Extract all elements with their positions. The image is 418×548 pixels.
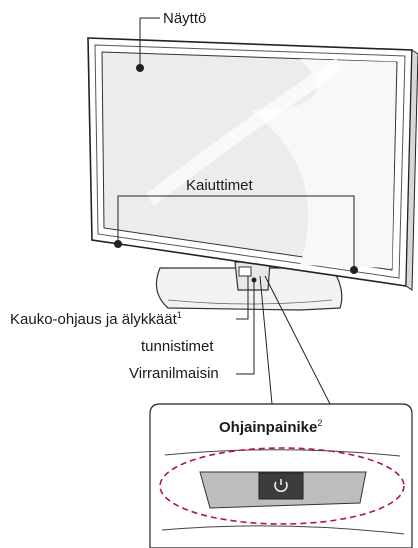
- label-kauko-ohjaus-text: Kauko-ohjaus ja älykkäät: [10, 311, 177, 328]
- footnote-marker-1: 1: [176, 310, 182, 320]
- tv-frame: [87, 37, 418, 291]
- label-tunnistimet: tunnistimet: [141, 338, 214, 355]
- stand-neck: [234, 261, 271, 291]
- label-naytto: Näyttö: [163, 10, 207, 27]
- label-kaiuttimet: Kaiuttimet: [186, 177, 253, 194]
- label-ohjainpainike-text: Ohjainpainike: [219, 419, 318, 436]
- control-button-callout: [149, 403, 413, 548]
- footnote-marker-2: 2: [317, 418, 323, 428]
- power-icon: [274, 479, 288, 492]
- label-ohjainpainike: Ohjainpainike2: [219, 418, 323, 436]
- label-kauko-ohjaus: Kauko-ohjaus ja älykkäät1: [10, 310, 182, 328]
- label-virranilmaisin: Virranilmaisin: [129, 365, 219, 382]
